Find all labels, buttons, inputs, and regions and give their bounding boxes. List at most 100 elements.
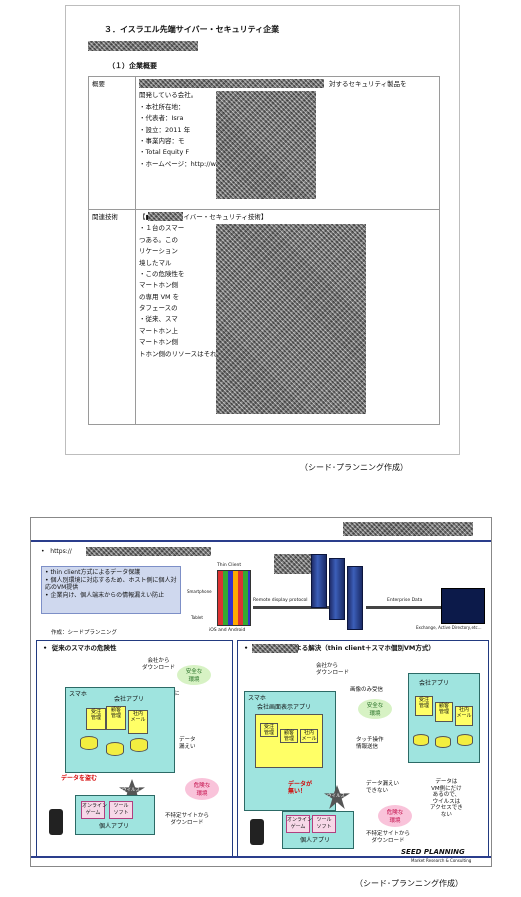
safe-env-bubble: 安全な 環境 <box>358 699 392 719</box>
brand-logo: SEED PLANNING <box>399 848 467 856</box>
database-icon <box>130 738 148 752</box>
redacted-logo <box>274 554 316 574</box>
list-item: ・ホームページ：http://www.■■■soft.com <box>139 159 275 168</box>
redacted-block <box>139 79 324 88</box>
touch-info-label: タッチ操作 情報送信 <box>356 737 384 750</box>
company-overview-table: 概要 対するセキュリティ製品を 開発している会社。 ・本社所在地： ・代表者：I… <box>88 76 440 425</box>
protocol-label: Remote display protocol <box>253 598 308 603</box>
database-icon <box>106 742 124 756</box>
app-online-game: オンライン ゲーム <box>286 815 312 833</box>
database-icon <box>80 736 98 750</box>
app-customer-mgmt: 顧客 管理 <box>435 702 453 722</box>
smartphone-box: スマホ 会社アプリ 受注 管理 顧客 管理 社内 メール <box>65 687 175 773</box>
redacted-block <box>216 91 316 199</box>
unknown-site-label: 不特定サイトから ダウンロード <box>366 831 411 844</box>
app-mail: 社内 メール <box>455 706 473 726</box>
protocol-arrow <box>253 606 338 609</box>
list-item: タフェースの <box>139 304 178 312</box>
list-item: ・事業内容：モ <box>139 136 185 145</box>
document-title: ３．イスラエル先端サイバー・セキュリティ企業 <box>104 25 280 34</box>
database-icon <box>435 736 451 748</box>
feature-bullet: • thin client方式によるデータ保護 <box>45 569 141 576</box>
personal-app-label: 個人アプリ <box>300 837 331 844</box>
app-online-game: オンライン ゲーム <box>81 801 107 819</box>
made-by-label: 作成：シードプランニング <box>51 630 118 636</box>
app-order-mgmt: 受注 管理 <box>86 708 106 730</box>
smartphone-label: Smartphone <box>187 589 212 594</box>
row-content: 【■■■向けサイバー・セキュリティ技術】 ・１台のスマー 増加しつ つある。この… <box>135 209 440 425</box>
section-heading: （１）企業概要 <box>108 62 157 70</box>
phone-device-icon <box>49 809 63 835</box>
exchange-label: Exchange, Active Directory,etc... <box>416 625 482 630</box>
danger-env-bubble: 危険な 環境 <box>378 805 412 827</box>
server-rack-icon <box>311 554 327 608</box>
solution-panel: • よる解決（thin client＋スマホ個別VM方式） 会社から ダウンロー… <box>237 640 489 858</box>
feature-list-box: • thin client方式によるデータ保護 • 個人別環境に対応するため、ホ… <box>41 566 181 614</box>
redacted-company-name <box>88 41 198 51</box>
app-customer-mgmt: 顧客 管理 <box>280 729 298 743</box>
feature-bullet: • 個人別環境に対応するため、ホスト側に個人対応のVM提供 <box>45 576 177 592</box>
redacted-url <box>86 547 211 556</box>
no-data-label: データが 無い！ <box>288 781 313 796</box>
phone-device-icon <box>250 819 264 845</box>
app-order-mgmt: 受注 管理 <box>415 696 433 716</box>
danger-env-bubble: 危険な 環境 <box>185 778 219 800</box>
list-item: 開発している会社。 <box>139 91 198 100</box>
download-label: 会社から ダウンロード <box>316 663 350 676</box>
list-item: ・Total Equity F <box>139 148 190 157</box>
redacted-slide-title <box>343 522 473 536</box>
app-mail: 社内 メール <box>300 729 318 743</box>
list-item: トホン側のリソースはそれほど要しない。 <box>139 349 263 358</box>
screen-app-box: 受注 管理 顧客 管理 社内 メール <box>255 714 323 768</box>
figure-caption: （シード･プランニング作成） <box>355 879 463 888</box>
unknown-site-label: 不特定サイトから ダウンロード <box>165 813 210 826</box>
virus-label: ウイルス <box>327 794 345 799</box>
row-label: 概要 <box>88 76 136 210</box>
data-center-icon <box>441 588 485 624</box>
company-app-label: 会社アプリ <box>114 696 145 703</box>
redacted-block <box>216 224 366 414</box>
row-content: 対するセキュリティ製品を 開発している会社。 ・本社所在地： ・代表者：Isra… <box>135 76 440 210</box>
leak-label: データ 漏えい <box>179 737 196 750</box>
list-item: ・設立：2011 年 <box>139 125 191 134</box>
download-label: 会社から ダウンロード <box>142 658 176 671</box>
app-tool-software: ツール ソフト <box>109 801 133 819</box>
safe-env-bubble: 安全な 環境 <box>177 665 211 685</box>
app-grid-icon <box>217 570 251 626</box>
url-text: https:// <box>50 548 72 555</box>
list-item: 対するセキュリティ製品を <box>329 80 407 88</box>
list-item: 境したマル <box>139 258 172 267</box>
server-rack-icon <box>329 558 345 620</box>
list-item: ・代表者：Isra <box>139 114 184 123</box>
enterprise-data-label: Enterprise Data <box>387 598 423 603</box>
redacted-block <box>252 644 298 653</box>
app-tool-software: ツール ソフト <box>312 815 336 833</box>
app-mail: 社内 メール <box>128 710 148 734</box>
document-page: ３．イスラエル先端サイバー・セキュリティ企業 （１）企業概要 概要 対するセキュ… <box>65 5 460 455</box>
virus-label: ウイルス <box>122 788 140 793</box>
title-rule <box>31 540 491 542</box>
app-customer-mgmt: 顧客 管理 <box>106 706 126 730</box>
smartphone-box: スマホ 会社画面表示アプリ 受注 管理 顧客 管理 社内 メール <box>244 691 336 811</box>
url-bullet: • https:// <box>41 548 72 555</box>
risk-panel: • 従来のスマホの危険性 会社から ダウンロード 安全な 環境 会社に 送信 ス… <box>36 640 233 858</box>
steal-label: データを盗む <box>61 775 98 782</box>
personal-app-label: 個人アプリ <box>99 823 130 830</box>
feature-bullet: • 企業向け、個人端末からの情報漏えい防止 <box>45 591 165 599</box>
figure-caption: （シード･プランニング作成） <box>300 463 408 472</box>
footer-rule <box>31 856 491 858</box>
thin-client-label: Thin Client <box>217 563 242 568</box>
smartphone-label: スマホ <box>69 691 87 698</box>
server-rack-icon <box>347 566 363 630</box>
company-app-label: 会社アプリ <box>419 680 450 687</box>
diagram-slide: • https:// • thin client方式によるデータ保護 • 個人別… <box>30 517 492 867</box>
database-icon <box>413 734 429 746</box>
tablet-label: Tablet <box>191 615 203 620</box>
row-label: 関連技術 <box>88 209 136 425</box>
panel-title: • 従来のスマホの危険性 <box>43 644 117 652</box>
panel-title: • よる解決（thin client＋スマホ個別VM方式） <box>244 644 435 652</box>
vm-note-label: データは VM側にだけ あるので、 ウイルスは アクセスでき ない <box>430 779 463 818</box>
brand-subtitle: Market Research & Consulting <box>411 858 472 863</box>
list-item: 【■■■向けサイバー・セキュリティ技術】 <box>139 213 268 221</box>
redacted-block <box>148 212 183 221</box>
